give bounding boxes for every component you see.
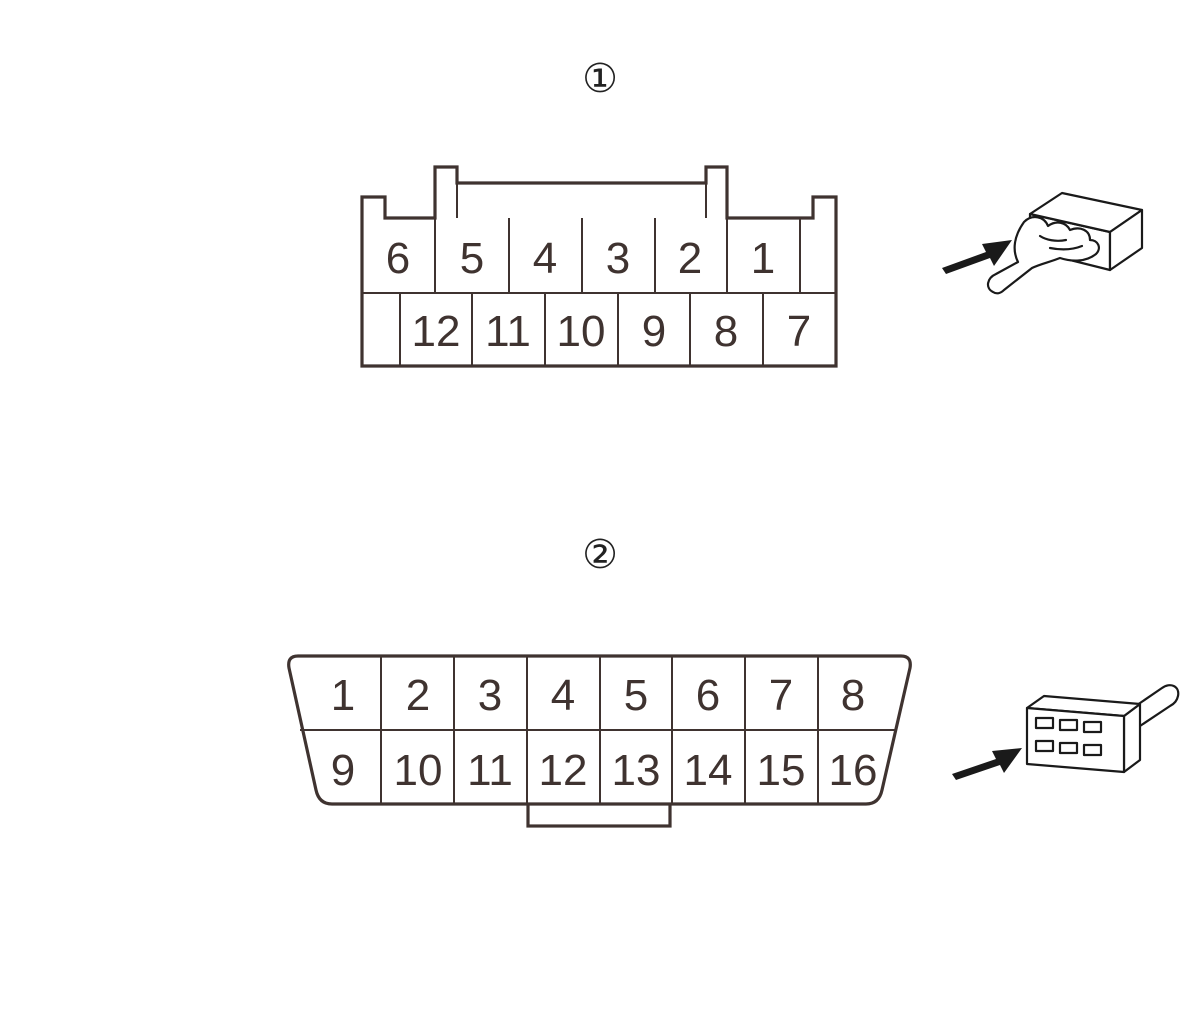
connector-2-pin: 8 xyxy=(841,671,865,720)
connector-2-pin: 12 xyxy=(539,746,588,795)
connector-1-pin: 5 xyxy=(460,234,484,283)
connector-1-pin: 9 xyxy=(642,307,666,356)
connector-2: 1 2 3 4 5 6 7 8 9 10 11 12 13 14 15 16 xyxy=(287,654,912,828)
connector-2-pin: 6 xyxy=(696,671,720,720)
connector-1-pin: 1 xyxy=(751,234,775,283)
connector-2-pin: 10 xyxy=(394,746,443,795)
connector-1-pin: 4 xyxy=(533,234,557,283)
connector-2-pin: 13 xyxy=(612,746,661,795)
connector-2-pin: 4 xyxy=(551,671,575,720)
connector-1-pin: 10 xyxy=(557,307,606,356)
connector-1-label: ① xyxy=(582,56,618,102)
connector-1-pin: 7 xyxy=(787,307,811,356)
connector-2-pin: 2 xyxy=(406,671,430,720)
connector-2-pin: 14 xyxy=(684,746,733,795)
connector-1-pin: 2 xyxy=(678,234,702,283)
connector-2-pin: 9 xyxy=(331,746,355,795)
connector-2-pin: 16 xyxy=(829,746,878,795)
connector-1-pin: 3 xyxy=(606,234,630,283)
connector-2-pin: 7 xyxy=(769,671,793,720)
connector-2-pin: 3 xyxy=(478,671,502,720)
connector-1-pin: 8 xyxy=(714,307,738,356)
connector-face-icon xyxy=(952,684,1180,780)
connector-1-pin: 6 xyxy=(386,234,410,283)
connector-2-pin: 11 xyxy=(467,746,513,795)
hand-grip-connector-icon xyxy=(942,191,1144,295)
connector-1-pin: 12 xyxy=(412,307,461,356)
connector-2-pin: 15 xyxy=(757,746,806,795)
connector-2-pin: 1 xyxy=(331,671,355,720)
connector-1-pin: 11 xyxy=(485,307,531,356)
connector-1: 6 5 4 3 2 1 12 11 10 9 8 7 xyxy=(360,165,838,368)
connector-2-label: ② xyxy=(582,532,618,578)
connector-2-pin: 5 xyxy=(624,671,648,720)
